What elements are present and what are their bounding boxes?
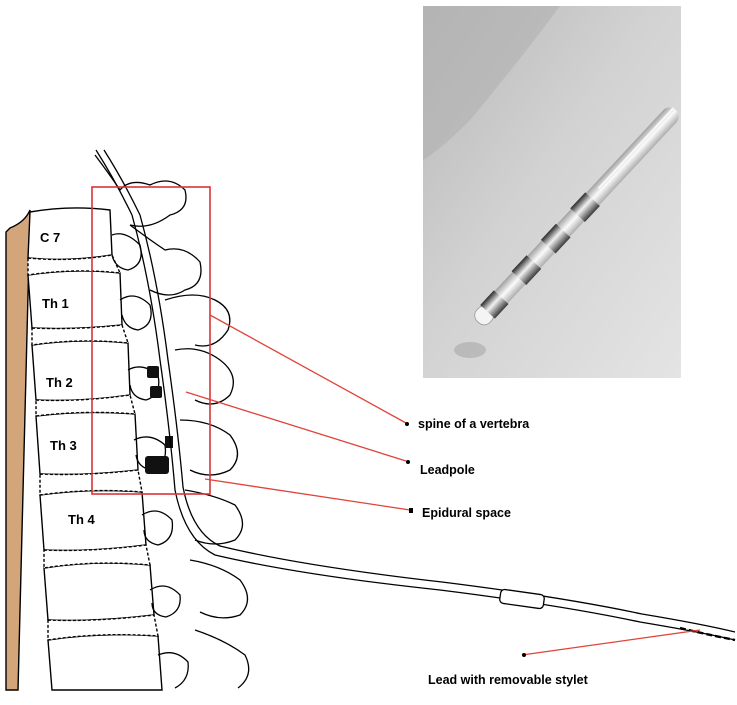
vertebral-column xyxy=(6,208,162,690)
electrode-photo xyxy=(423,6,683,378)
callout-dots xyxy=(405,422,526,657)
label-th1: Th 1 xyxy=(42,296,69,311)
label-th2: Th 2 xyxy=(46,375,73,390)
label-th4: Th 4 xyxy=(68,512,95,527)
callout-lead-with-stylet: Lead with removable stylet xyxy=(428,673,589,687)
callout-epidural-space: Epidural space xyxy=(422,506,511,520)
callout-leadpole: Leadpole xyxy=(420,463,475,477)
callout-spine-of-vertebra: spine of a vertebra xyxy=(418,417,530,431)
label-th3: Th 3 xyxy=(50,438,77,453)
label-c7: C 7 xyxy=(40,230,60,245)
